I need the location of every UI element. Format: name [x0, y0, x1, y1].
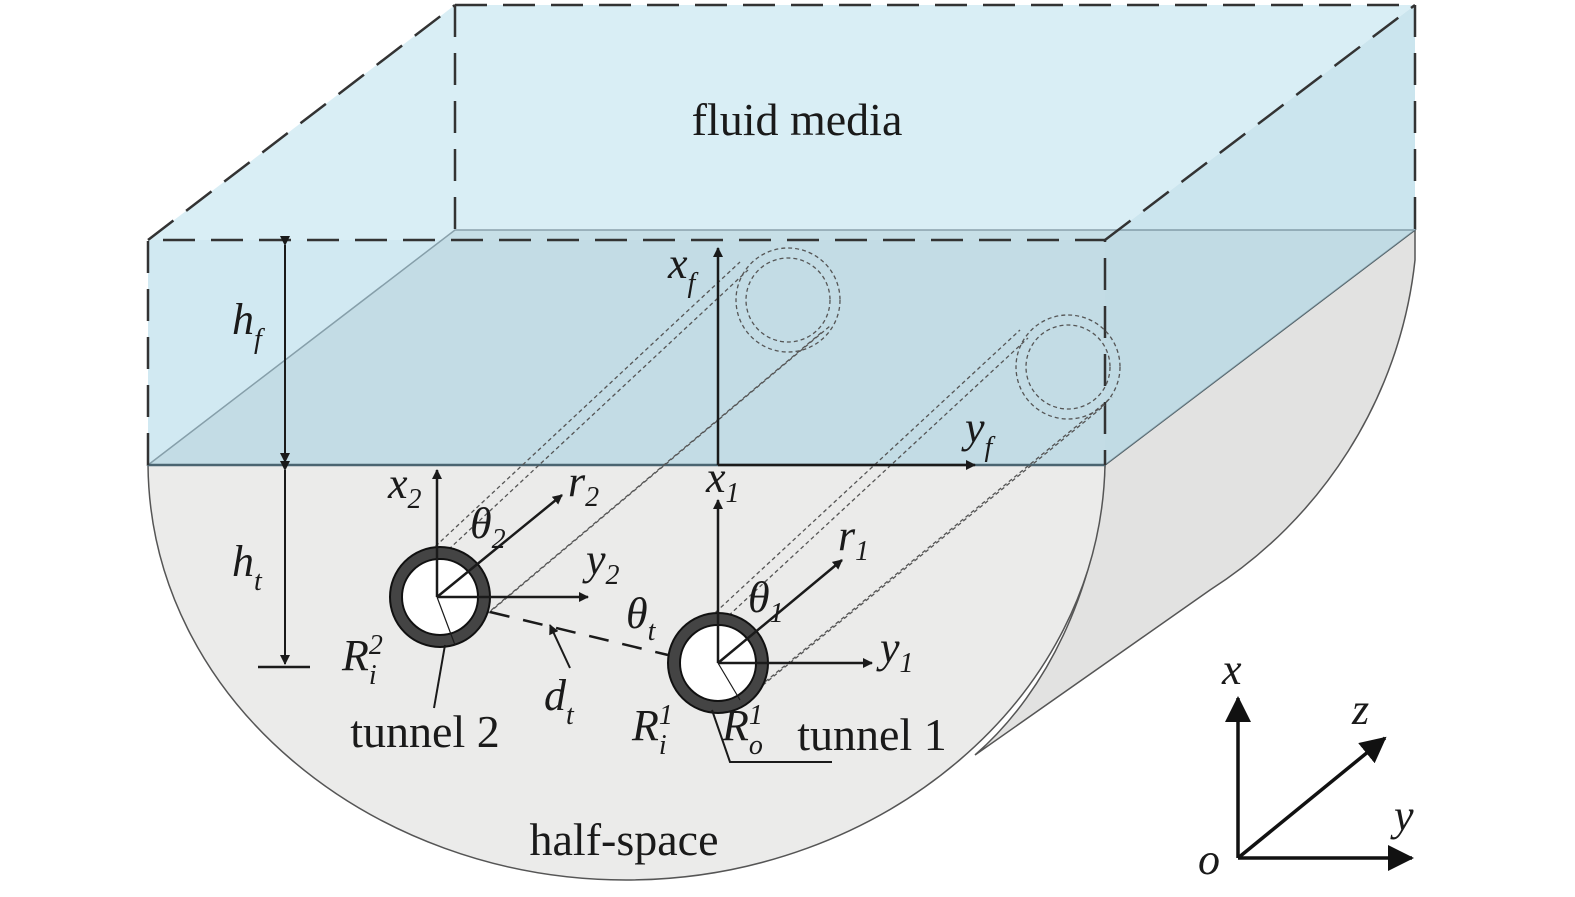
distance-line [489, 610, 669, 657]
r-1-vector [717, 559, 843, 664]
tunnel-1-label: tunnel 1 [797, 709, 946, 760]
theta-1-label: θ1 [748, 573, 784, 629]
x-1-label: x1 [705, 453, 740, 509]
r-1-label: r1 [838, 511, 869, 567]
half-space-label: half-space [530, 814, 719, 865]
fluid-media-label: fluid media [692, 94, 903, 145]
global-y-label: y [1390, 791, 1414, 840]
h-t-label: ht [232, 537, 263, 597]
global-z-label: z [1351, 685, 1369, 734]
global-axes [1225, 696, 1414, 871]
y-2-label: y2 [582, 535, 620, 591]
x-f-label: xf [667, 239, 699, 299]
tunnel-tubes [409, 247, 1121, 695]
tunnel-2-label: tunnel 2 [350, 706, 499, 757]
d-t-label: dt [544, 671, 575, 731]
leader-lines [433, 644, 832, 763]
r-2-vector [436, 494, 563, 598]
fluid-dashed-edges [146, 3, 1417, 465]
y-f-label: yf [961, 403, 996, 463]
tunnel-axes [432, 247, 976, 701]
global-z-axis [1236, 736, 1387, 860]
theta-t-label: θt [626, 589, 657, 647]
dt-pointer [549, 624, 571, 669]
dimension-lines [258, 236, 310, 669]
x-2-label: x2 [387, 459, 422, 515]
h-f-label: hf [232, 295, 265, 355]
theta-2-label: θ2 [470, 499, 506, 555]
global-x-label: x [1221, 645, 1242, 694]
half-space-front [147, 464, 1106, 881]
y-1-label: y1 [876, 623, 914, 679]
origin-label: o [1198, 835, 1220, 884]
half-space-body [147, 228, 1416, 881]
fluid-top-face [148, 5, 1415, 240]
r-2-label: r2 [568, 457, 599, 513]
